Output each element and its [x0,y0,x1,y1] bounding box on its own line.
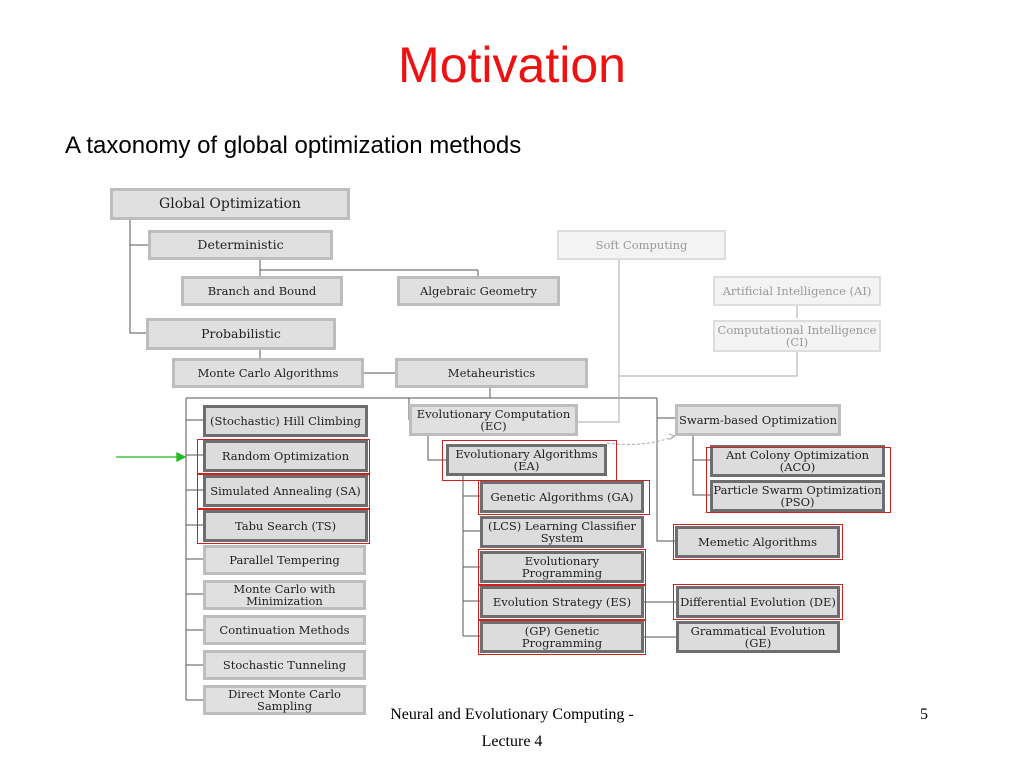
node-direct-monte-carlo: Direct Monte Carlo Sampling [203,685,366,715]
node-particle-swarm: Particle Swarm Optimization (PSO) [710,480,885,512]
footer-course: Neural and Evolutionary Computing - [390,706,634,723]
node-stochastic-hill-climbing: (Stochastic) Hill Climbing [203,405,368,437]
node-ant-colony: Ant Colony Optimization (ACO) [710,445,885,477]
node-differential-evolution: Differential Evolution (DE) [676,586,840,618]
node-evolutionary-algorithms: Evolutionary Algorithms (EA) [446,444,607,476]
highlight-genetic-algorithms [478,480,650,515]
node-deterministic: Deterministic [148,230,333,260]
highlight-tabu-search [197,509,370,544]
highlight-evolution-strategy [478,585,646,620]
node-stochastic-tunneling: Stochastic Tunneling [203,650,366,680]
node-random-optimization: Random Optimization [203,440,368,472]
node-probabilistic: Probabilistic [146,318,336,350]
node-continuation-methods: Continuation Methods [203,615,366,645]
node-monte-carlo-algorithms: Monte Carlo Algorithms [172,358,364,388]
node-global-optimization: Global Optimization [110,188,350,220]
node-parallel-tempering: Parallel Tempering [203,545,366,575]
node-monte-carlo-minimization: Monte Carlo with Minimization [203,580,366,610]
highlight-evolutionary-programming [478,549,646,585]
node-genetic-algorithms: Genetic Algorithms (GA) [480,481,644,513]
node-branch-and-bound: Branch and Bound [181,276,343,306]
node-computational-intelligence: Computational Intelligence (CI) [713,320,881,352]
highlight-simulated-annealing [197,474,370,509]
node-evolutionary-programming: Evolutionary Programming [480,551,644,583]
highlight-aco-pso [706,447,891,513]
highlight-genetic-programming [478,620,646,655]
node-evolutionary-computation: Evolutionary Computation (EC) [409,404,578,436]
node-metaheuristics: Metaheuristics [395,358,588,388]
node-algebraic-geometry: Algebraic Geometry [397,276,560,306]
highlight-random-optimization [197,439,370,474]
footer-lecture: Lecture 4 [481,733,543,750]
highlight-differential-evolution [673,584,843,620]
node-evolution-strategy: Evolution Strategy (ES) [480,586,644,618]
node-swarm-based: Swarm-based Optimization [675,404,841,436]
node-lcs: (LCS) Learning Classifier System [480,516,644,548]
node-soft-computing: Soft Computing [557,230,726,260]
slide-subtitle: A taxonomy of global optimization method… [65,132,522,159]
node-tabu-search: Tabu Search (TS) [203,510,368,542]
node-artificial-intelligence: Artificial Intelligence (AI) [713,276,881,306]
page-number: 5 [920,706,928,723]
node-simulated-annealing: Simulated Annealing (SA) [203,475,368,507]
node-grammatical-evolution: Grammatical Evolution (GE) [676,621,840,653]
node-memetic: Memetic Algorithms [675,526,840,558]
highlight-memetic [673,524,843,560]
slide-title: Motivation [398,37,626,93]
highlight-evolutionary-algorithms [442,440,617,481]
node-genetic-programming: (GP) Genetic Programming [480,621,644,653]
